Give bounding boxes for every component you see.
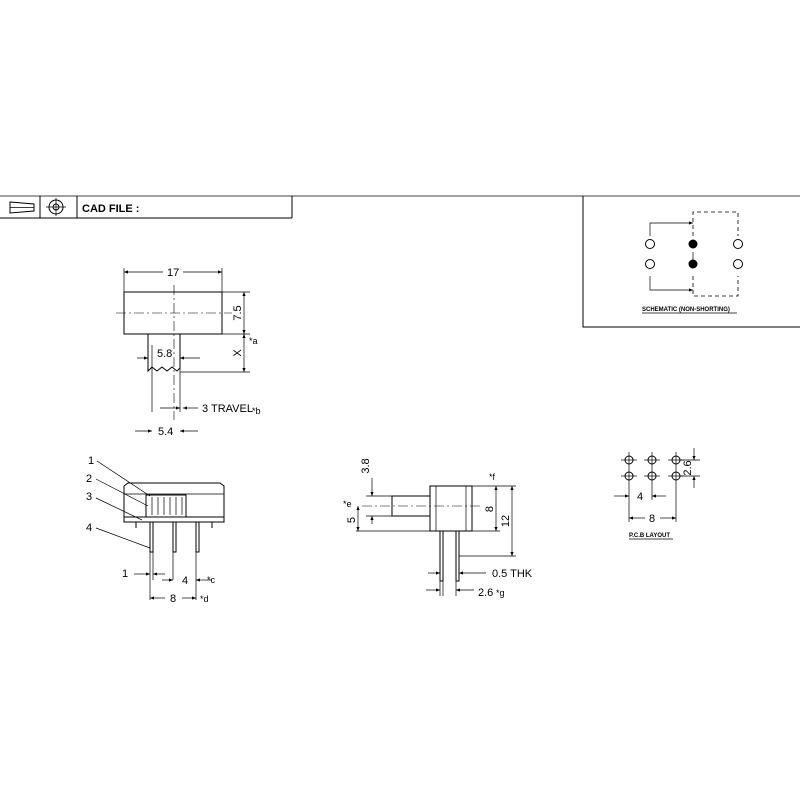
pcb-layout: 2.6 4 8 P.C.B LAYOUT [614,448,700,540]
terminal-common [688,259,698,269]
side-pins [439,530,460,582]
terminal-open [733,259,743,269]
note-c: *c [207,575,216,585]
dim-lever-width: 5.8 [157,348,172,360]
note-b: *b [252,406,261,416]
pcb-holes [621,452,684,484]
callout-2: 2 [86,473,92,485]
schematic-dashed-link [692,211,739,297]
knob-ridges [151,497,183,515]
callout-4: 4 [86,522,92,534]
terminal-open [645,239,655,249]
projection-cone-icon [9,201,35,214]
terminal-open [733,239,743,249]
terminal-pins [149,521,200,553]
note-a: *a [249,336,258,346]
title-block: CAD FILE : [0,195,800,219]
side-view: 3.8 *e 5 8 *f 12 0.5 THK 2.6 *g [343,458,533,599]
dim-thickness: 0.5 THK [492,568,533,580]
dim-pin-pitch: 4 [182,575,188,587]
front-body-outline [123,482,225,523]
note-e: *e [343,499,352,509]
pcb-dim-span: 8 [649,513,655,525]
note-f: *f [489,472,496,482]
dim-lever-height: 3.8 [360,458,372,473]
dim-body-8: 8 [484,506,496,512]
front-view: 1 2 3 4 1 4 *c 8 *d [86,455,225,605]
dim-travel: 3 TRAVEL [202,403,253,415]
pcb-dim-pitch: 4 [637,491,643,503]
dim-pin-pitch-side: 2.6 [478,587,493,599]
dim-lever-length: X [232,349,244,357]
dim-total-12: 12 [500,515,512,527]
dim-base: 5.4 [158,426,173,438]
callout-1: 1 [88,455,94,467]
dim-pin-span: 8 [170,593,176,605]
projection-circle-icon [46,198,66,216]
top-view: 17 7.5 5.8 X *a 3 TRAVEL *b 5.4 [116,267,261,438]
dim-pin-width: 1 [122,568,128,580]
dim-body-width: 17 [167,267,179,279]
callout-3: 3 [86,491,92,503]
pcb-caption: P.C.B LAYOUT [629,533,670,539]
cad-file-label: CAD FILE : [82,203,139,215]
schematic-terminals [645,239,743,269]
dim-body-height: 7.5 [232,305,244,320]
slide-lever [147,334,181,373]
note-d: *d [200,594,209,604]
schematic-panel: SCHEMATIC (NON-SHORTING) [582,196,800,328]
note-g: *g [496,588,505,598]
dim-lever-position: 5 [346,517,358,523]
terminal-common [688,239,698,249]
pcb-dim-row: 2.6 [682,460,694,475]
schematic-caption: SCHEMATIC (NON-SHORTING) [642,307,730,313]
terminal-open [645,259,655,269]
